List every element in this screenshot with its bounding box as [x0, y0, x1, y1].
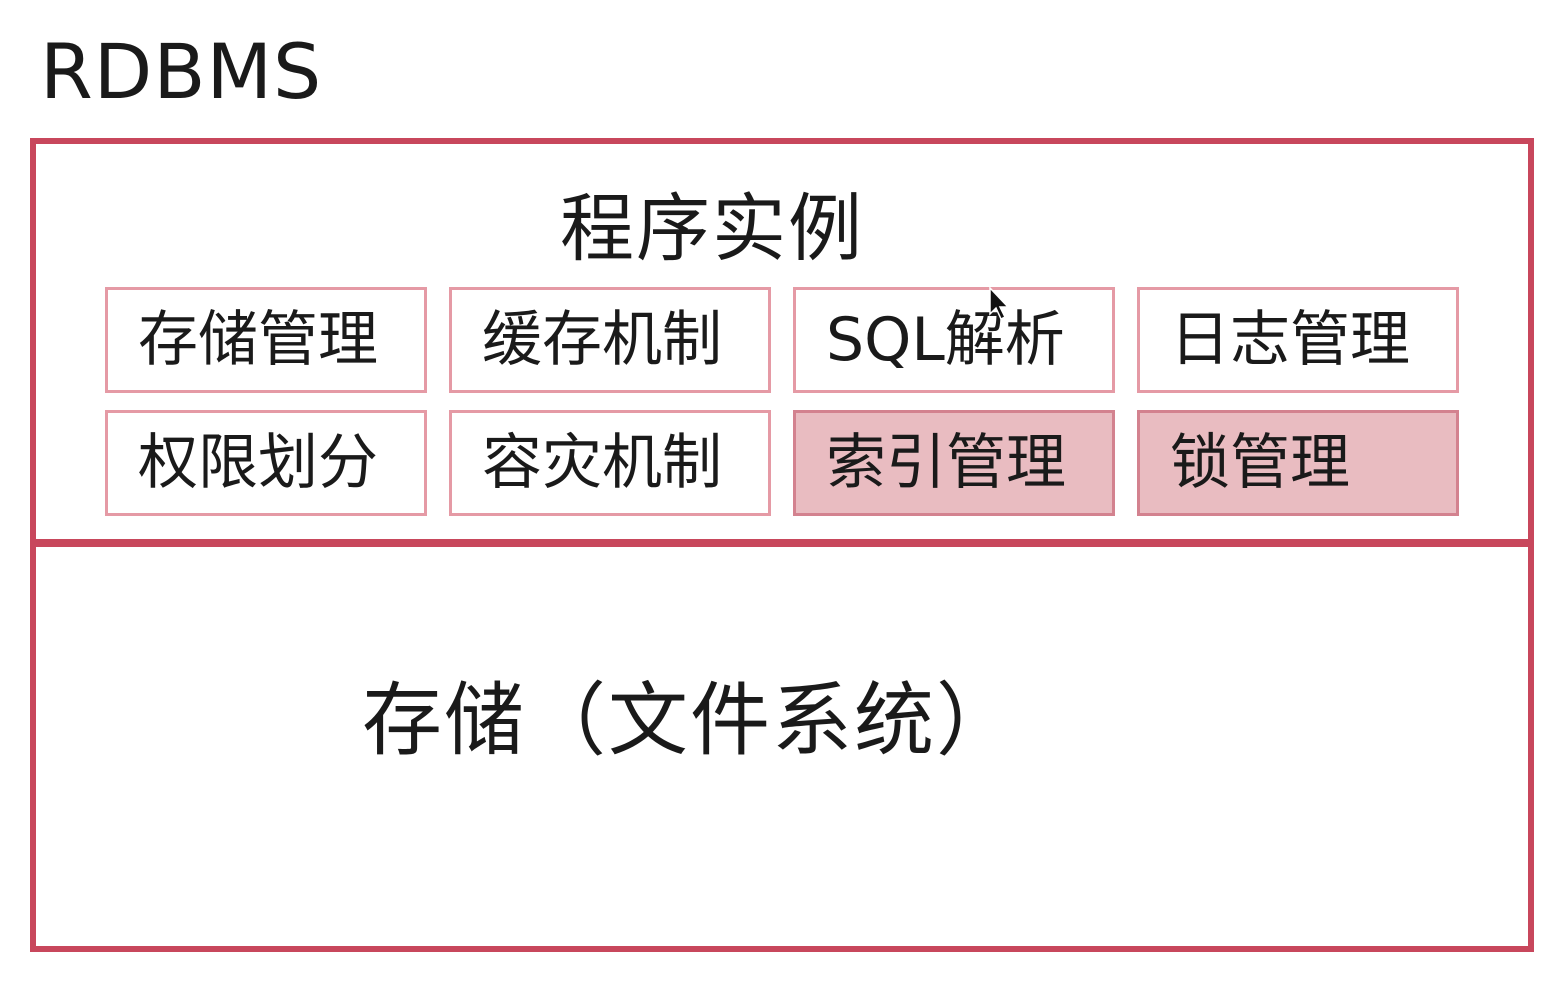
storage-layer: 存储（文件系统） — [30, 541, 1534, 952]
module-lock-management: 锁管理 — [1137, 410, 1459, 516]
module-sql-parsing: SQL解析 — [793, 287, 1115, 393]
program-instance-label: 程序实例 — [560, 186, 864, 272]
storage-label: 存储（文件系统） — [362, 674, 1018, 767]
module-log-management: 日志管理 — [1137, 287, 1459, 393]
module-cache-mechanism: 缓存机制 — [449, 287, 771, 393]
module-permission-division: 权限划分 — [105, 410, 427, 516]
module-storage-management: 存储管理 — [105, 287, 427, 393]
program-instance-layer: 程序实例 存储管理 缓存机制 SQL解析 日志管理 权限划分 容灾机制 索引管理… — [30, 138, 1534, 545]
module-index-management: 索引管理 — [793, 410, 1115, 516]
module-disaster-recovery: 容灾机制 — [449, 410, 771, 516]
diagram-title: RDBMS — [40, 27, 323, 116]
